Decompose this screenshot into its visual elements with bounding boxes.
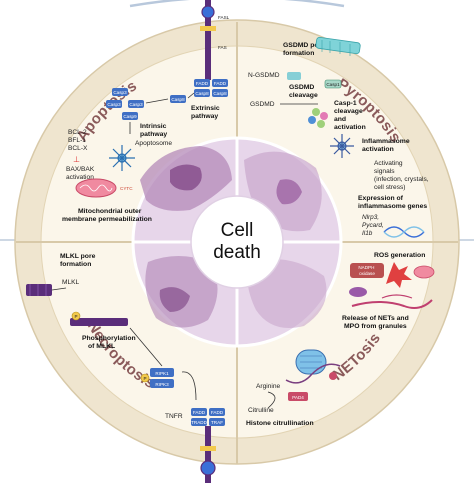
casp9-box xyxy=(122,112,138,120)
net-fibers-icon xyxy=(351,299,433,309)
gsdmd-cleavage-label: GSDMD cleavage xyxy=(289,84,318,99)
casp1-cluster-icon xyxy=(308,108,328,128)
mitochondrion-icon xyxy=(75,178,117,198)
ripk3-box xyxy=(150,379,174,388)
svg-text:FADD: FADD xyxy=(214,81,227,86)
svg-text:P: P xyxy=(74,314,77,319)
activating-signals-label: Activating signals (infection, crystals,… xyxy=(374,160,430,191)
gsdmd-pore-label: GSDMD pore formation xyxy=(283,42,327,57)
nets-release-label: Release of NETs and MPO from granules xyxy=(342,315,411,330)
mlkl-pore-icon xyxy=(26,284,52,296)
necroptosis-quadrant: MLKL pore formation MLKL P Phosphorylati… xyxy=(26,253,225,483)
fadd-box-2 xyxy=(212,79,228,87)
casp8-box xyxy=(170,95,186,103)
svg-text:⊥: ⊥ xyxy=(73,155,80,164)
dna-icon xyxy=(383,226,425,238)
intrinsic-pathway-label: Intrinsic pathway xyxy=(140,123,168,138)
svg-text:Casp3: Casp3 xyxy=(129,102,143,107)
mlkl-label: MLKL xyxy=(62,279,80,286)
pyroptosis-quadrant: GSDMD pore formation N-GSDMD GSDMD cleav… xyxy=(248,36,430,238)
tradd-box xyxy=(191,418,207,426)
tnfr-receptor xyxy=(205,426,211,483)
nadph-oxidase-icon xyxy=(350,263,384,278)
inflammasome-label: Inflammasome activation xyxy=(362,138,412,153)
ros-generation-label: ROS generation xyxy=(374,252,425,259)
casp1-box xyxy=(324,79,342,89)
quadrant-dividers xyxy=(16,22,458,464)
mlkl-protein-icon xyxy=(70,318,128,326)
cytc-label: CYTC xyxy=(120,186,133,191)
gsdmd-label: GSDMD xyxy=(250,101,275,108)
phosphorylation-label: Phosphorylation of MLKL xyxy=(82,335,138,350)
svg-text:TRADD: TRADD xyxy=(191,420,208,425)
svg-text:TRAF: TRAF xyxy=(211,420,223,425)
citrulline-label: Citrulline xyxy=(248,407,274,414)
fas-label: FAS xyxy=(218,45,227,50)
bcl-labels: BCL-2 BFL-1 BCL-X xyxy=(68,129,89,152)
extrinsic-pathway-label: Extrinsic pathway xyxy=(191,105,222,120)
svg-text:PAD4: PAD4 xyxy=(292,395,304,400)
fasl-label: FASL xyxy=(218,15,230,20)
expression-label: Expression of inflammasome genes xyxy=(358,195,427,210)
svg-text:FADD: FADD xyxy=(196,81,209,86)
apoptosis-quadrant: FASL FAS FADD FADD Casp8 Casp8 Casp8 Ext… xyxy=(62,0,230,223)
svg-text:Casp8: Casp8 xyxy=(195,91,209,96)
inflammasome-icon xyxy=(330,134,354,158)
center-title-line1: Cell xyxy=(221,220,254,241)
tnf-ligand-icon xyxy=(200,460,216,476)
traf-box xyxy=(209,418,225,426)
ripk1-box xyxy=(150,368,174,377)
tnfr-label: TNFR xyxy=(165,413,183,420)
bax-bak-label: BAX/BAK activation xyxy=(66,166,96,181)
svg-text:Casp8: Casp8 xyxy=(213,91,227,96)
fadd-box-1 xyxy=(194,79,210,87)
casp1-cleavage-label: Casp-1 cleavage and activation xyxy=(334,100,366,131)
n-gsdmd-label: N-GSDMD xyxy=(248,72,280,79)
histone-icon xyxy=(285,349,341,384)
svg-text:RIPK3: RIPK3 xyxy=(155,382,169,387)
netosis-quadrant: ROS generation NADPH oxidase Release of … xyxy=(246,252,435,427)
phospho-icon xyxy=(71,311,81,321)
cell-images: Cell death xyxy=(131,136,343,348)
apoptosome-icon xyxy=(109,145,135,171)
svg-text:FADD: FADD xyxy=(211,410,224,415)
arginine-label: Arginine xyxy=(256,383,281,390)
mlkl-pore-label: MLKL pore formation xyxy=(60,253,97,268)
svg-text:P: P xyxy=(143,376,146,381)
svg-text:Casp9: Casp9 xyxy=(123,114,137,119)
apoptosome-label: Apoptosome xyxy=(135,140,172,147)
fas-receptor xyxy=(205,0,211,80)
histone-citrullination-label: Histone citrullination xyxy=(246,420,314,427)
svg-text:Casp3: Casp3 xyxy=(113,90,127,95)
svg-text:RIPK1: RIPK1 xyxy=(155,371,169,376)
svg-text:Casp8: Casp8 xyxy=(171,97,185,102)
fasl-ligand-icon xyxy=(201,5,215,19)
mito-permeabilization-label: Mitochondrial outer membrane permeabiliz… xyxy=(62,208,152,223)
center-title-line2: death xyxy=(213,242,261,263)
svg-text:NADPH oxidase: NADPH oxidase xyxy=(358,265,375,276)
pad4-box xyxy=(288,392,308,401)
inflammasome-genes: Nlrp3, Pycard, Il1b xyxy=(362,214,385,237)
svg-text:FADD: FADD xyxy=(193,410,206,415)
gsdmd-pore-icon xyxy=(315,36,361,56)
casp3-box-1 xyxy=(112,88,128,96)
svg-text:Casp3: Casp3 xyxy=(107,102,121,107)
ros-burst-icon xyxy=(386,262,412,288)
svg-text:Casp1: Casp1 xyxy=(326,82,340,87)
